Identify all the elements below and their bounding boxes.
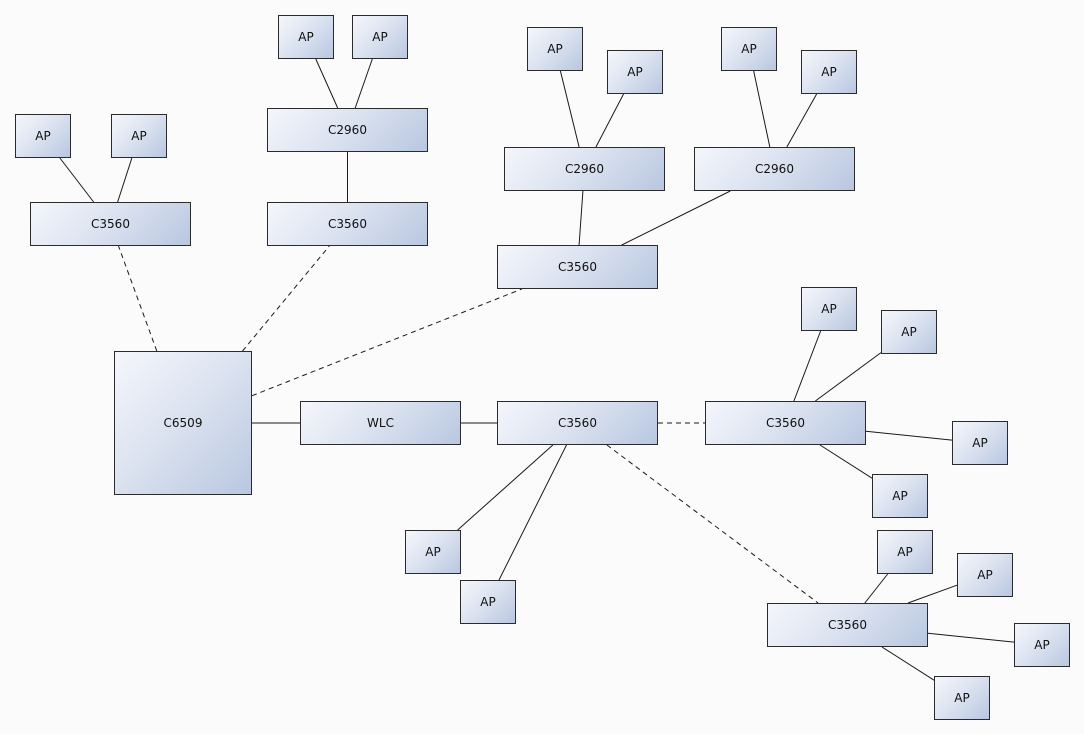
node-ap[interactable]: AP [934, 676, 990, 720]
link-d6-ap18 [881, 646, 935, 681]
node-ap[interactable]: AP [957, 553, 1013, 597]
node-ap[interactable]: AP [721, 27, 777, 71]
node-c2960-top-middle[interactable]: C2960 [267, 108, 428, 152]
link-d4-ap13 [457, 444, 554, 531]
node-ap[interactable]: AP [405, 530, 461, 574]
node-ap[interactable]: AP [952, 421, 1008, 465]
link-d3-a2 [578, 190, 584, 246]
link-a2-ap5 [559, 70, 580, 148]
link-d4-d6 [606, 444, 819, 604]
node-wlc[interactable]: WLC [300, 401, 461, 445]
node-ap[interactable]: AP [352, 15, 408, 59]
node-c2960-top-right-b[interactable]: C2960 [694, 147, 855, 191]
link-d5-ap12 [819, 444, 873, 479]
node-c3560-upper-middle[interactable]: C3560 [267, 202, 428, 246]
node-c3560-center[interactable]: C3560 [497, 401, 658, 445]
link-d6-ap16 [907, 584, 958, 604]
node-ap[interactable]: AP [877, 530, 933, 574]
link-d5-ap11 [865, 430, 953, 441]
link-d1-ap2 [117, 157, 133, 203]
link-core-d3 [251, 288, 523, 397]
node-c2960-top-right-a[interactable]: C2960 [504, 147, 665, 191]
node-c6509-core[interactable]: C6509 [114, 351, 252, 495]
link-core-d2 [242, 245, 330, 352]
node-ap[interactable]: AP [881, 310, 937, 354]
link-d1-ap1 [59, 157, 95, 203]
node-c3560-bottom-right[interactable]: C3560 [767, 603, 928, 647]
node-ap[interactable]: AP [801, 50, 857, 94]
link-a3-ap7 [753, 70, 771, 148]
node-ap[interactable]: AP [1014, 623, 1070, 667]
node-ap[interactable]: AP [872, 474, 928, 518]
node-ap[interactable]: AP [801, 287, 857, 331]
node-ap[interactable]: AP [111, 114, 167, 158]
link-a1-ap4 [354, 58, 373, 109]
link-a3-ap8 [786, 93, 818, 148]
node-ap[interactable]: AP [527, 27, 583, 71]
link-d6-ap15 [864, 573, 889, 604]
link-a1-ap3 [315, 58, 339, 109]
node-ap[interactable]: AP [15, 114, 71, 158]
node-ap[interactable]: AP [278, 15, 334, 59]
node-ap[interactable]: AP [460, 580, 516, 624]
link-d5-ap9 [793, 330, 822, 402]
link-a2-ap6 [595, 93, 624, 148]
link-core-d1 [118, 245, 158, 352]
link-d4-ap14 [498, 444, 567, 581]
link-d6-ap17 [927, 632, 1015, 643]
link-d5-ap10 [815, 352, 882, 402]
link-d3-a3 [621, 190, 731, 246]
node-c3560-upper-right[interactable]: C3560 [497, 245, 658, 289]
node-ap[interactable]: AP [607, 50, 663, 94]
node-c3560-left[interactable]: C3560 [30, 202, 191, 246]
node-c3560-right[interactable]: C3560 [705, 401, 866, 445]
